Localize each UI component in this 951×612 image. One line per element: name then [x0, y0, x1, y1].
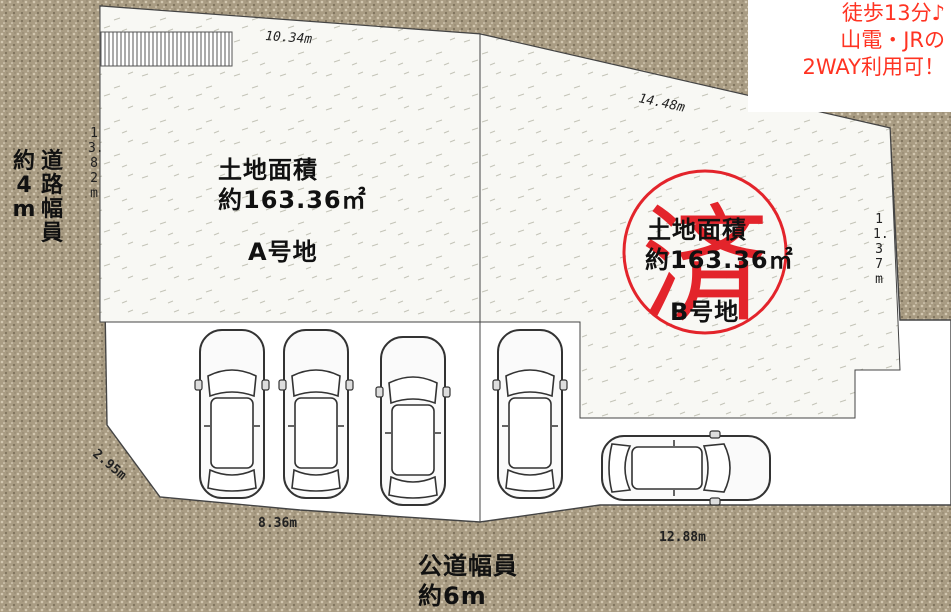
- promo-line-2: 山電・JRの: [840, 28, 945, 52]
- car-3: [375, 336, 451, 506]
- lot-b-area-label: 土地面積: [647, 216, 747, 244]
- sold-stamp-text: 済: [641, 192, 769, 341]
- lot-a-name: A号地: [248, 238, 318, 266]
- sold-stamp: 済: [622, 169, 788, 341]
- lot-b-name: B号地: [670, 298, 740, 326]
- promo-bg: [748, 0, 951, 112]
- promo-line-1: 徒歩13分♪: [841, 1, 945, 25]
- lot-a-area-value: 約163.36㎡: [218, 186, 367, 214]
- hatched-entrance: [99, 31, 233, 67]
- dim-bottom-a: 8.36m: [258, 516, 298, 531]
- dim-right-b: 11.37m: [873, 212, 889, 287]
- promo-line-3: 2WAY利用可！: [802, 55, 945, 79]
- car-5: [601, 430, 771, 506]
- car-1: [194, 329, 270, 499]
- lot-a-area-label: 土地面積: [218, 156, 318, 184]
- lot-b-grass: [479, 33, 901, 419]
- lot-b-area-value: 約163.36㎡: [645, 246, 794, 274]
- car-4: [492, 329, 568, 499]
- promo-text: 徒歩13分♪ 山電・JRの 2WAY利用可！: [802, 0, 945, 81]
- dim-top-a: 10.34m: [265, 29, 313, 47]
- road-bottom-label: 公道幅員: [418, 552, 518, 580]
- road-left-label: 道路幅員: [40, 149, 63, 246]
- dim-bottom-b: 12.88m: [659, 530, 706, 545]
- car-2: [278, 329, 354, 499]
- dim-left-a: 13.82m: [88, 126, 104, 201]
- road-left-value: 約4m: [12, 149, 36, 222]
- road-bottom-value: 約6m: [418, 582, 487, 610]
